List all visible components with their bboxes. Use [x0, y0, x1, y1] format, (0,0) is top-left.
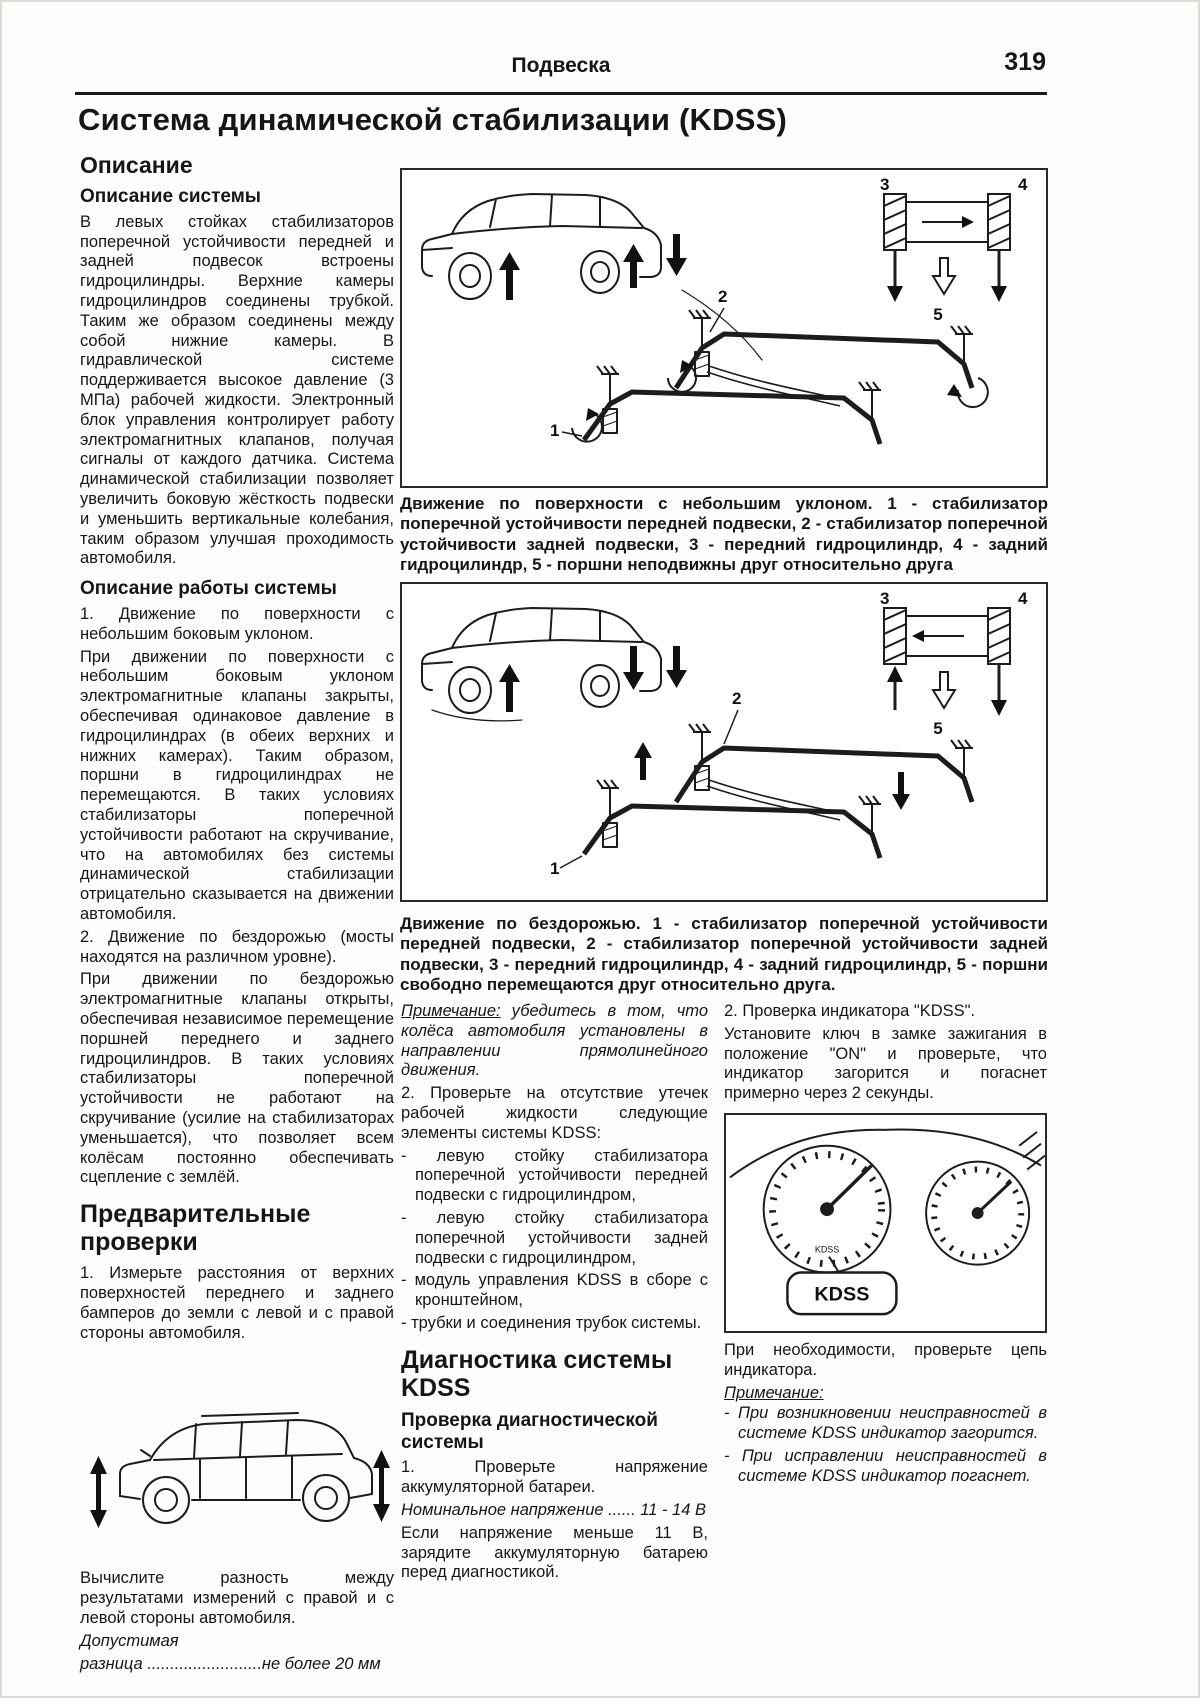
label-1: 1 — [550, 421, 559, 440]
rear-measurement-arrow — [373, 1450, 390, 1523]
left-column: Описание Описание системы В левых стойка… — [80, 152, 394, 1677]
heading-diagnostic-check: Проверка диагностической системы — [401, 1409, 658, 1453]
note-item: - При возникновении неисправностей в сис… — [724, 1404, 1047, 1443]
paragraph-operation-1: При движении по поверхности с небольшим … — [80, 647, 394, 923]
paragraph-low-voltage: Если напряжение меньше 11 В, зарядите ак… — [401, 1523, 708, 1582]
paragraph-calculate: Вычислите разность между результатами из… — [80, 1569, 394, 1627]
label-leader-lines — [561, 307, 725, 437]
figure-suv-side-measurement — [80, 1351, 394, 1563]
heading-description: Описание — [80, 152, 193, 178]
kdss-callout-box — [786, 1271, 898, 1316]
list-item: - модуль управления KDSS в сборе с кронш… — [401, 1271, 708, 1310]
car-motion-arrows — [499, 234, 687, 300]
middle-column: Примечание: убедитесь в том, что колёса … — [401, 1002, 708, 1586]
figure-2-caption: Движение по бездорожью. 1 - стабилизатор… — [400, 914, 1048, 995]
paragraph-operation-1-title: 1. Движение по поверхности с небольшим б… — [80, 605, 394, 643]
paragraph-indicator-check: Установите ключ в замке зажигания в поло… — [724, 1024, 1047, 1103]
paragraph-measure: 1. Измерьте расстояния от верхних поверх… — [80, 1264, 394, 1342]
note-label: Примечание: — [724, 1383, 824, 1402]
figure-2-frame: 1 2 3 4 5 — [400, 582, 1048, 902]
label-3: 3 — [880, 589, 889, 608]
cluster-gauges — [729, 1128, 1045, 1274]
label-1: 1 — [550, 859, 559, 878]
nominal-voltage: Номинальное напряжение ...... 11 - 14 В — [401, 1501, 706, 1520]
figure-instrument-cluster-frame: KDSS KDSS — [724, 1112, 1047, 1333]
heading-diagnostics: Диагностика системы KDSS — [401, 1345, 673, 1402]
torsion-arrowheads — [586, 360, 962, 421]
header-rule — [75, 92, 1047, 95]
figure-2-illustration: 1 2 3 4 5 — [421, 589, 1028, 878]
paragraph-system-description: В левых стойках стабилизаторов поперечно… — [80, 212, 394, 568]
note-label-right: Примечание: — [724, 1384, 1047, 1404]
page-title: Система динамической стабилизации (KDSS) — [78, 102, 787, 137]
list-item: - левую стойку стабилизатора поперечной … — [401, 1208, 708, 1267]
note-label: Примечание: — [401, 1002, 501, 1020]
allowable-difference-label: Допустимая — [80, 1631, 179, 1650]
heading-system-operation: Описание работы системы — [80, 578, 337, 600]
cylinder-inset — [883, 607, 1011, 716]
list-item: - трубки и соединения трубок системы. — [401, 1313, 702, 1332]
label-4: 4 — [1018, 589, 1028, 608]
heading-preliminary-checks: Предварительные проверки — [80, 1200, 311, 1257]
section-header: Подвеска — [511, 54, 611, 77]
stabilizer-assembly — [571, 309, 989, 445]
label-3: 3 — [880, 175, 889, 194]
car-motion-arrows — [499, 646, 687, 712]
paragraph-battery-check: 1. Проверьте напряжение аккумуляторной б… — [401, 1458, 708, 1497]
paragraph-leak-check: 2. Проверьте на отсутствие утечек рабоче… — [401, 1084, 708, 1142]
front-measurement-arrow — [90, 1456, 107, 1529]
figure-number-labels: 1 2 3 4 5 — [550, 175, 1028, 440]
kdss-indicator-lamp: KDSS — [815, 1245, 839, 1255]
label-4: 4 — [1018, 175, 1028, 194]
label-leader-lines — [559, 709, 739, 869]
suv-sketch — [421, 193, 763, 361]
heading-system-description: Описание системы — [80, 186, 262, 207]
stabilizer-assembly — [581, 723, 975, 859]
figure-1-caption: Движение по поверхности с небольшим укло… — [400, 494, 1048, 575]
cylinder-inset — [883, 193, 1011, 302]
list-item: - левую стойку стабилизатора поперечной … — [401, 1146, 708, 1205]
kdss-callout-label: KDSS — [814, 1283, 869, 1305]
suv-side-outline — [119, 1412, 373, 1525]
note-text: убедитесь в том, что колёса автомобиля у… — [401, 1002, 708, 1080]
figure-1-illustration: 1 2 3 4 5 — [421, 175, 1028, 445]
paragraph-operation-2: При движении по бездорожью электромагнит… — [80, 970, 394, 1187]
suv-sketch — [421, 607, 662, 722]
right-column: 2. Проверка индикатора "KDSS". Установит… — [724, 1002, 1047, 1490]
label-5: 5 — [933, 305, 942, 324]
suv-side-illustration — [90, 1412, 390, 1529]
paragraph-operation-2-title: 2. Движение по бездорожью (мосты находят… — [80, 927, 394, 966]
allowable-difference-value: разница .........................не боле… — [80, 1654, 381, 1673]
page-number: 319 — [1004, 48, 1046, 76]
figure-1-frame: 1 2 3 4 5 — [400, 168, 1048, 488]
label-2: 2 — [718, 287, 727, 306]
figure-number-labels: 1 2 3 4 5 — [550, 589, 1028, 878]
instrument-cluster-illustration: KDSS KDSS — [729, 1128, 1045, 1316]
label-5: 5 — [933, 719, 942, 738]
link-motion-arrows — [634, 742, 910, 810]
paragraph-indicator-check-title: 2. Проверка индикатора "KDSS". — [724, 1002, 976, 1020]
note-item: - При исправлении неисправностей в систе… — [724, 1446, 1047, 1485]
paragraph-check-circuit: При необходимости, проверьте цепь индика… — [724, 1340, 1047, 1379]
label-2: 2 — [732, 689, 741, 708]
callout-leader — [828, 1256, 840, 1274]
note-paragraph: Примечание: убедитесь в том, что колёса … — [401, 1002, 708, 1081]
